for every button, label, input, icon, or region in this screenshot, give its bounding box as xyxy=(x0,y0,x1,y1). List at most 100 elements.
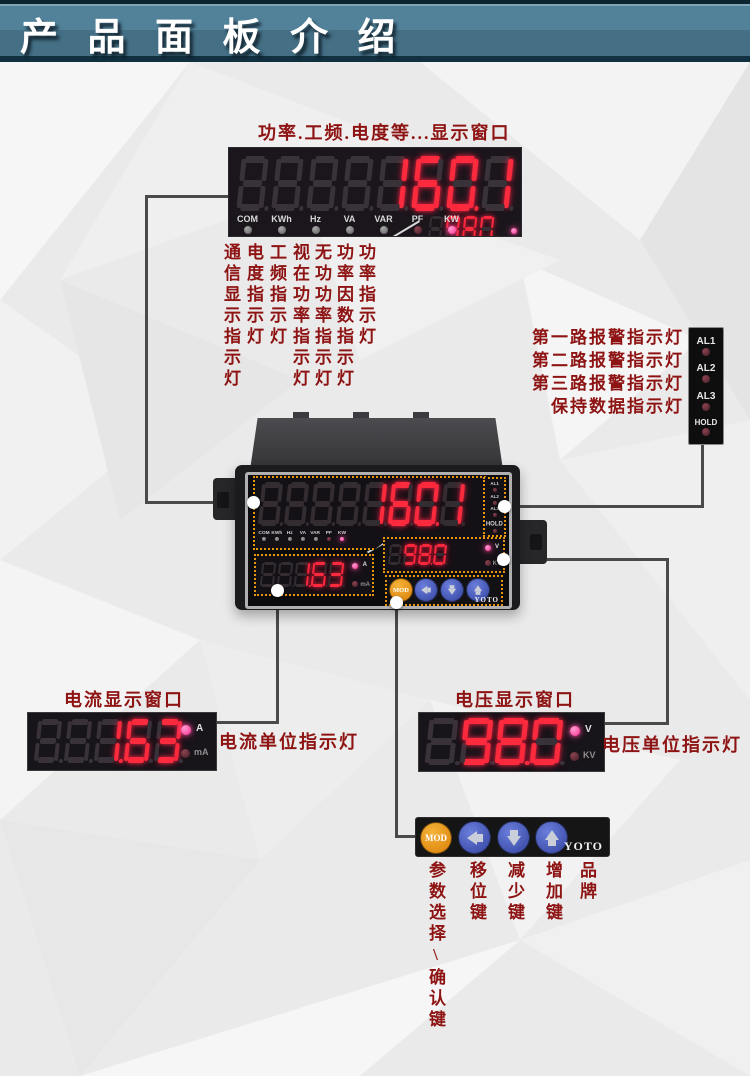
va-led xyxy=(345,226,354,234)
callout-line xyxy=(701,443,704,508)
mod-button[interactable]: MOD xyxy=(420,822,452,854)
voltage-display-panel: V KV xyxy=(418,712,605,772)
device-voltage-display-area: V KV xyxy=(383,537,505,573)
callout-line xyxy=(145,195,229,198)
device-main-digits xyxy=(257,482,468,526)
hold-led xyxy=(701,428,710,437)
al2-led xyxy=(702,375,710,384)
power-display-panel: COM KWh Hz VA VAR PF KW xyxy=(228,147,522,237)
alarm-led-block: AL1 AL2 AL3 HOLD xyxy=(688,327,724,445)
hz-led xyxy=(287,537,292,541)
al3-led xyxy=(492,513,497,518)
header-banner: 产 品 面 板 介 绍 xyxy=(0,0,750,62)
decrease-button[interactable] xyxy=(440,578,464,602)
callout-dot xyxy=(390,596,403,609)
left-arrow-icon xyxy=(466,830,483,845)
voltage-window-caption: 电压显示窗口 xyxy=(455,690,575,710)
current-display-panel: A mA xyxy=(27,712,217,771)
indicator-cell-hz: Hz xyxy=(301,214,330,234)
hz-led xyxy=(311,226,320,234)
legend-column-kw: 功率指示灯 xyxy=(356,243,375,348)
callout-dot xyxy=(498,500,511,513)
com-led xyxy=(261,537,266,541)
al3-item: AL3 xyxy=(697,391,715,411)
legend-column-com: 通信显示指示灯 xyxy=(221,243,240,390)
yoto-brand: YOTO xyxy=(474,596,499,604)
alarm-label-hold: 保持数据指示灯 xyxy=(551,397,684,416)
indicator-cell-kwh: KWh xyxy=(267,214,296,234)
ma-unit-led xyxy=(181,749,190,758)
callout-dot xyxy=(247,496,260,509)
pf-led xyxy=(326,537,331,541)
current-window-caption: 电流显示窗口 xyxy=(64,690,184,710)
al2-item: AL2 xyxy=(697,363,715,384)
keypad-strip: MOD YOTO xyxy=(415,817,610,857)
rear-tab xyxy=(413,412,429,419)
key-label-mod: 参数选择\确认键 xyxy=(426,861,445,1031)
kwh-led xyxy=(274,537,279,541)
key-label-increase: 增加键 xyxy=(543,861,562,924)
callout-line xyxy=(505,505,704,508)
increase-button[interactable] xyxy=(466,578,490,602)
callout-line xyxy=(600,722,669,725)
callout-line xyxy=(145,195,148,504)
voltage-display-digits xyxy=(424,718,567,765)
callout-dot xyxy=(271,584,284,597)
kwh-led xyxy=(277,226,286,234)
callout-line xyxy=(666,558,669,725)
alarm-labels: 第一路报警指示灯 第二路报警指示灯 第三路报警指示灯 保持数据指示灯 xyxy=(532,326,684,418)
legend-column-var: 无功功率指示灯 xyxy=(312,243,331,390)
a-unit-led xyxy=(352,563,358,569)
increase-button[interactable] xyxy=(535,821,568,854)
corner-voltage-led xyxy=(511,228,517,234)
v-unit-led xyxy=(485,545,491,551)
ma-unit-led xyxy=(352,581,358,587)
current-display-digits xyxy=(33,719,186,763)
key-label-shift: 移位键 xyxy=(467,861,486,924)
power-display-digits xyxy=(236,156,519,211)
power-indicator-row: COM KWh Hz VA VAR PF KW xyxy=(233,214,471,234)
al1-led xyxy=(702,347,710,356)
va-led xyxy=(300,537,305,541)
up-arrow-icon xyxy=(473,585,483,595)
al1-item: AL1 xyxy=(697,336,715,356)
shift-button[interactable] xyxy=(414,578,438,602)
shift-button[interactable] xyxy=(458,821,491,854)
al2-led xyxy=(492,500,497,505)
indicator-legend: 通信显示指示灯 电度指示灯 工频指示灯 视在功率指示灯 无功功率指示灯 功率因数… xyxy=(221,243,375,390)
indicator-cell-kw: KW xyxy=(437,214,466,234)
indicator-cell-pf: PF xyxy=(403,214,432,234)
alarm-label-2: 第二路报警指示灯 xyxy=(532,351,684,370)
com-led xyxy=(243,226,252,234)
key-label-decrease: 减少键 xyxy=(505,861,524,924)
callout-line xyxy=(395,835,417,838)
page-title: 产 品 面 板 介 绍 xyxy=(20,17,406,59)
al3-led xyxy=(702,402,710,411)
legend-column-kwh: 电度指示灯 xyxy=(244,243,263,348)
legend-column-hz: 工频指示灯 xyxy=(267,243,286,348)
callout-dot xyxy=(497,553,510,566)
decrease-button[interactable] xyxy=(497,821,530,854)
callout-line xyxy=(145,501,254,504)
a-unit-led xyxy=(181,725,191,735)
left-mount-clip xyxy=(213,478,238,520)
rear-tab xyxy=(353,412,369,419)
device-photo: COM KWh Hz VA VAR PF KW AL1 AL2 AL3 HOLD… xyxy=(213,405,547,620)
down-arrow-icon xyxy=(506,829,521,846)
down-arrow-icon xyxy=(447,585,457,595)
indicator-cell-va: VA xyxy=(335,214,364,234)
callout-line xyxy=(214,721,279,724)
kv-unit-led xyxy=(485,560,491,566)
indicator-cell-com: COM xyxy=(233,214,262,234)
var-led xyxy=(379,226,388,234)
device-voltage-digits xyxy=(388,544,449,565)
left-arrow-icon xyxy=(421,585,431,595)
right-mount-clip xyxy=(518,520,547,564)
v-unit-led xyxy=(570,726,580,736)
pf-led xyxy=(413,226,422,234)
current-unit-caption: 电流单位指示灯 xyxy=(219,732,359,752)
device-indicator-row: COM KWh Hz VA VAR PF KW xyxy=(258,530,349,541)
device-keypad-area: MOD YOTO xyxy=(385,575,503,606)
kw-led-lit xyxy=(339,537,344,541)
alarm-label-3: 第三路报警指示灯 xyxy=(532,374,684,393)
